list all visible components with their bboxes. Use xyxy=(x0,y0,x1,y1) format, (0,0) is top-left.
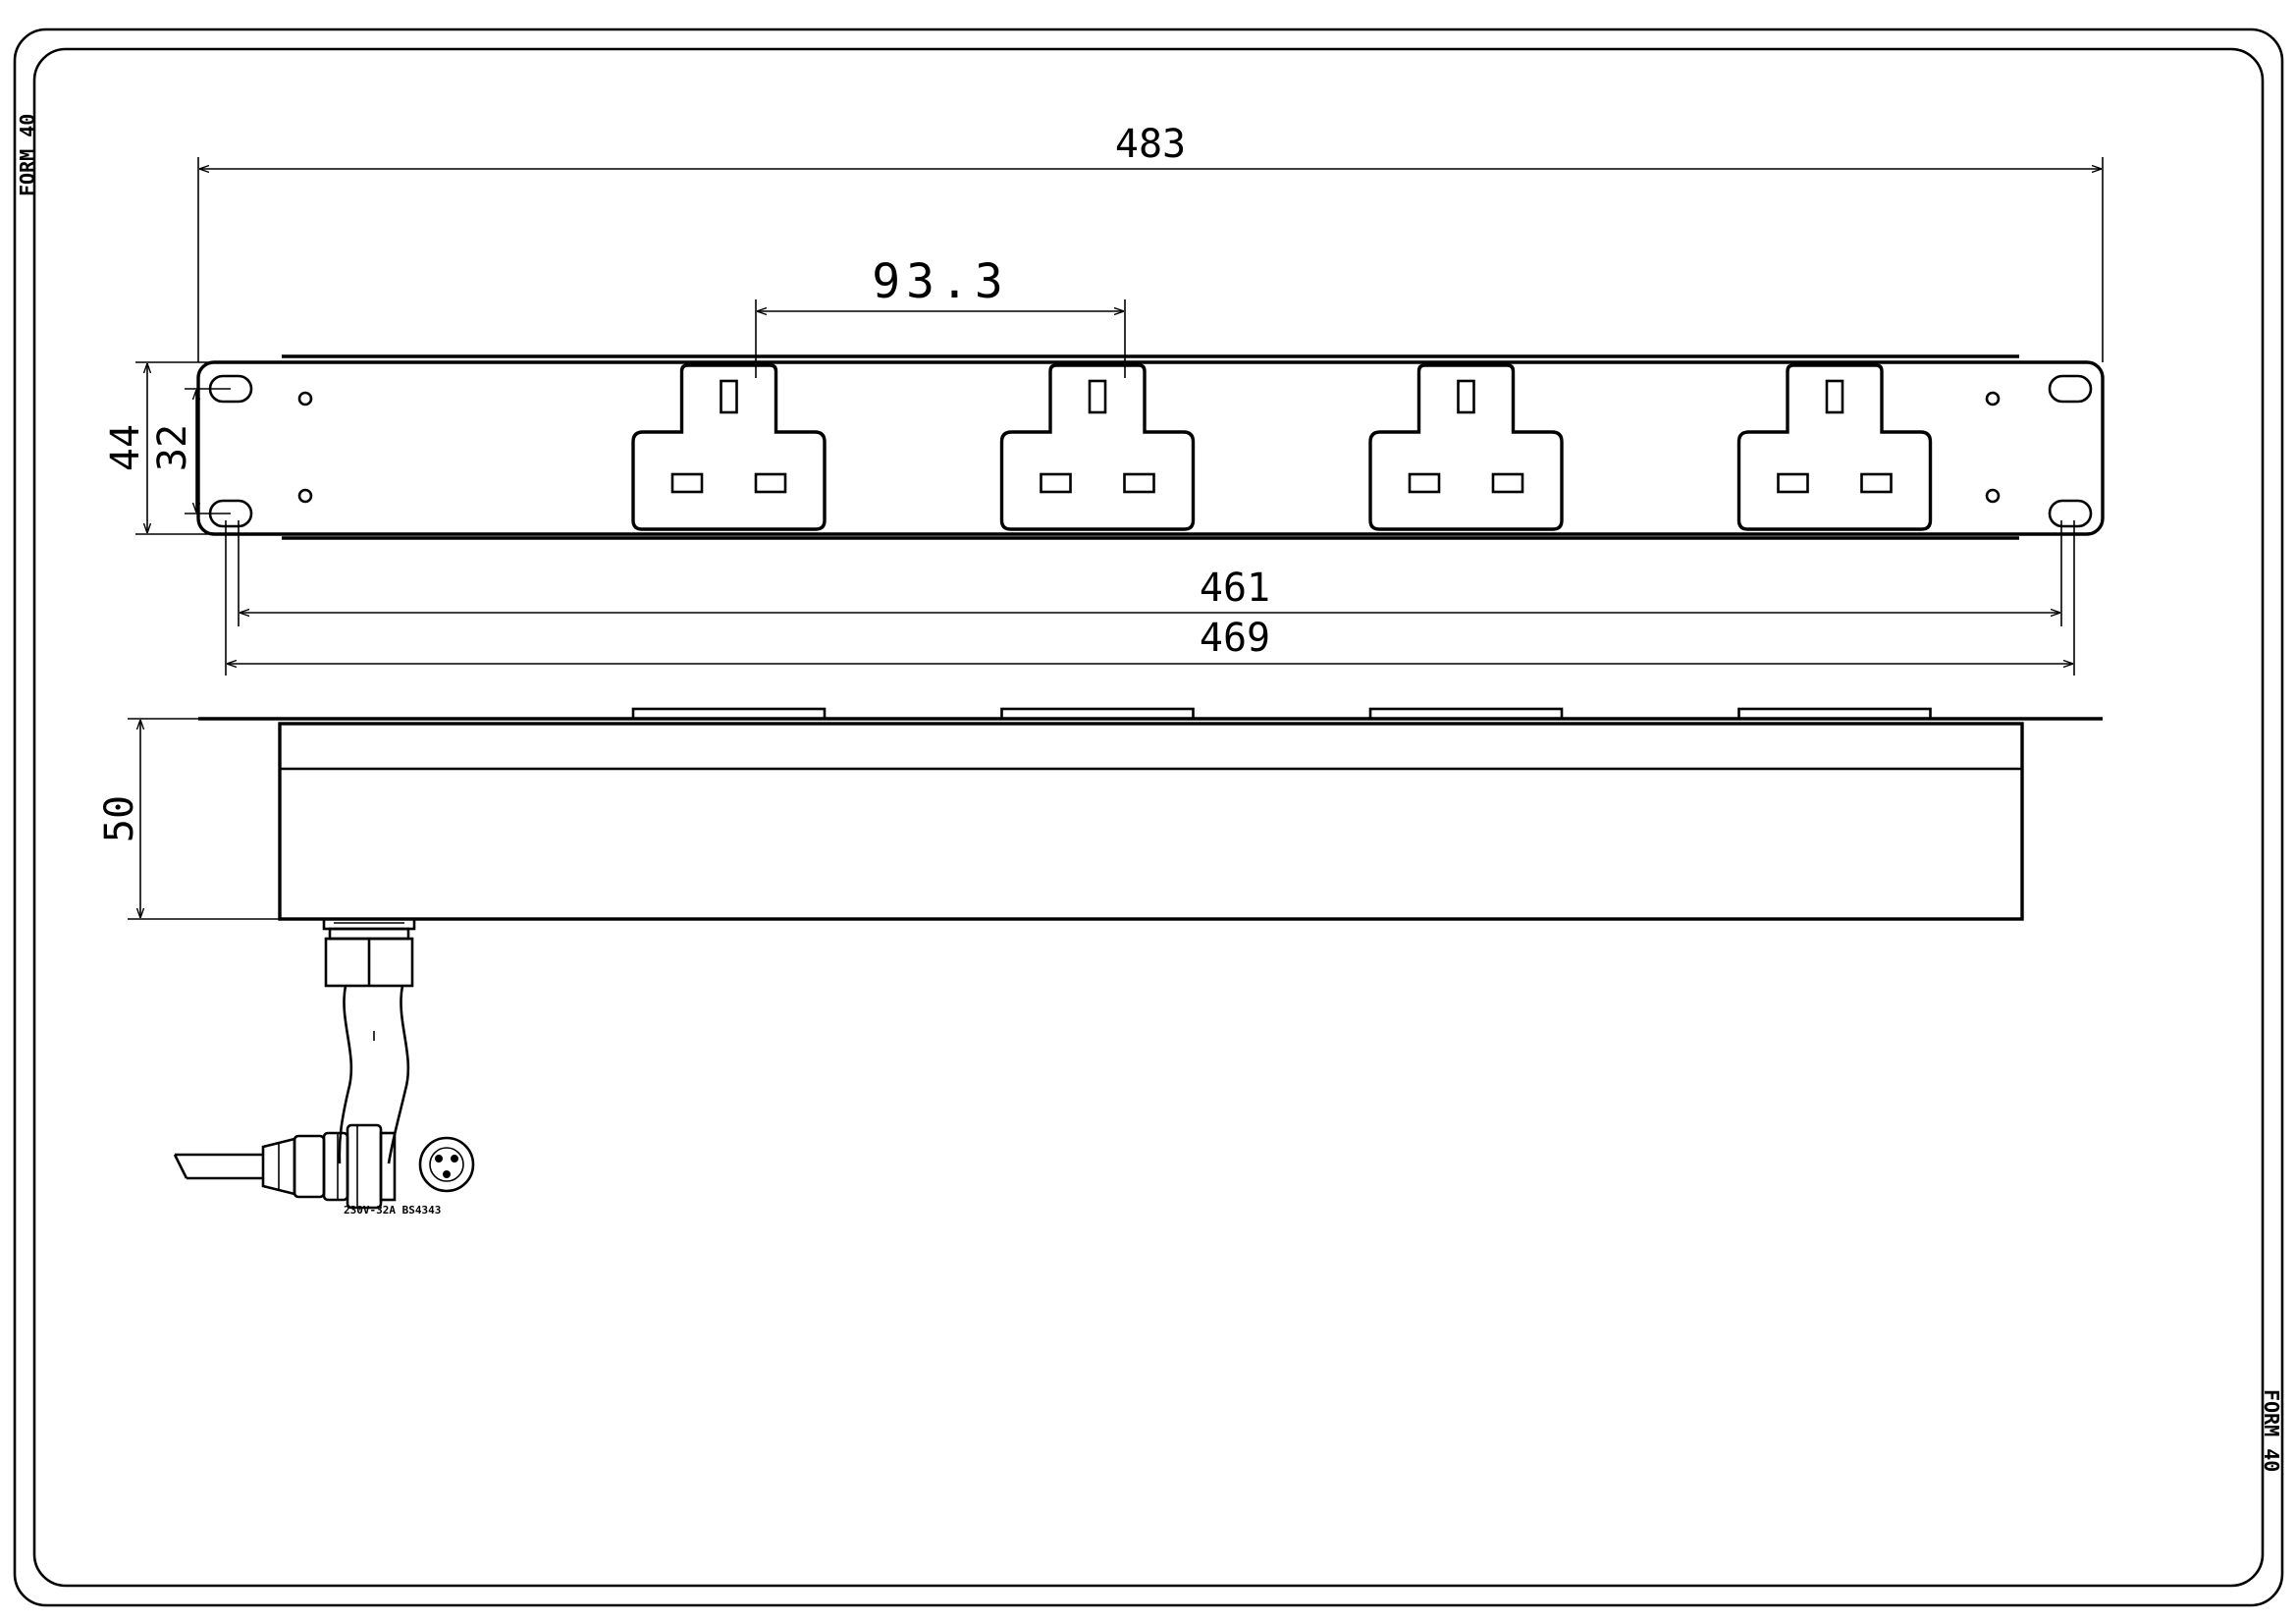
socket-live-pin-hole xyxy=(1491,472,1524,494)
plug-pin-face xyxy=(418,1136,475,1193)
socket-earth-pin-hole xyxy=(1825,379,1844,414)
screw-hole-right-top xyxy=(1985,391,2001,406)
socket-earth-pin-hole xyxy=(1088,379,1107,414)
enclosure-body xyxy=(278,722,2024,921)
socket-outlet-1 xyxy=(631,363,827,531)
dimension-socket-pitch: 93.3 xyxy=(755,254,1126,378)
mount-slot-top-right xyxy=(2048,374,2093,404)
dimension-depth: 50 xyxy=(97,718,280,920)
socket-earth-pin-hole xyxy=(1457,379,1475,414)
socket-outline xyxy=(631,363,827,531)
socket-outlet-3 xyxy=(1368,363,1564,531)
socket-outline xyxy=(1368,363,1564,531)
socket-face-tabs xyxy=(631,707,1932,721)
plug-32a xyxy=(173,1123,397,1210)
mount-slot-bottom-right xyxy=(2048,499,2093,528)
socket-earth-pin-hole xyxy=(720,379,738,414)
dim-50-label: 50 xyxy=(97,795,142,842)
power-cable xyxy=(338,985,410,1164)
socket-face-tab-1 xyxy=(631,707,827,721)
socket-neutral-pin-hole xyxy=(1040,472,1072,494)
sheet-outer-border xyxy=(13,27,2284,1607)
sheet-inner-border xyxy=(32,47,2265,1588)
dim-44-label: 44 xyxy=(103,424,148,471)
screw-hole-right-bottom xyxy=(1985,488,2001,504)
socket-neutral-pin-hole xyxy=(670,472,704,494)
dim-32-label: 32 xyxy=(150,424,195,471)
dim-93-3-label: 93.3 xyxy=(872,254,1009,309)
cable-gland xyxy=(322,917,416,988)
socket-outlet-4 xyxy=(1736,363,1933,531)
dim-461-label: 461 xyxy=(1200,566,1270,611)
form-label-left: FORM 40 xyxy=(16,114,39,196)
socket-face-tab-4 xyxy=(1737,707,1932,721)
dim-469-label: 469 xyxy=(1200,616,1270,661)
rack-panel-face xyxy=(196,360,2105,536)
socket-outline xyxy=(999,363,1196,531)
front-view xyxy=(196,354,2105,540)
socket-live-pin-hole xyxy=(1860,472,1893,494)
socket-neutral-pin-hole xyxy=(1408,472,1441,494)
side-view xyxy=(198,707,2103,921)
socket-live-pin-hole xyxy=(1123,472,1155,494)
plug-label: 230V-32A BS4343 xyxy=(344,1204,441,1217)
socket-neutral-pin-hole xyxy=(1777,472,1809,494)
socket-live-pin-hole xyxy=(754,472,787,494)
socket-outlets xyxy=(631,363,1933,531)
socket-face-tab-3 xyxy=(1368,707,1564,721)
dimension-body-width: 469 xyxy=(225,520,2075,676)
socket-outlet-2 xyxy=(999,363,1196,531)
dimension-mount-hole-spacing: 32 xyxy=(150,388,231,514)
dim-483-label: 483 xyxy=(1115,122,1186,167)
dimension-overall-width: 483 xyxy=(197,122,2104,362)
socket-outline xyxy=(1736,363,1933,531)
screw-hole-left-bottom xyxy=(297,488,313,504)
socket-face-tab-2 xyxy=(1000,707,1195,721)
dimension-inner-width: 461 xyxy=(238,520,2062,626)
dimension-panel-height: 44 xyxy=(103,361,208,535)
form-label-right: FORM 40 xyxy=(2260,1389,2283,1472)
screw-hole-left-top xyxy=(297,391,313,406)
